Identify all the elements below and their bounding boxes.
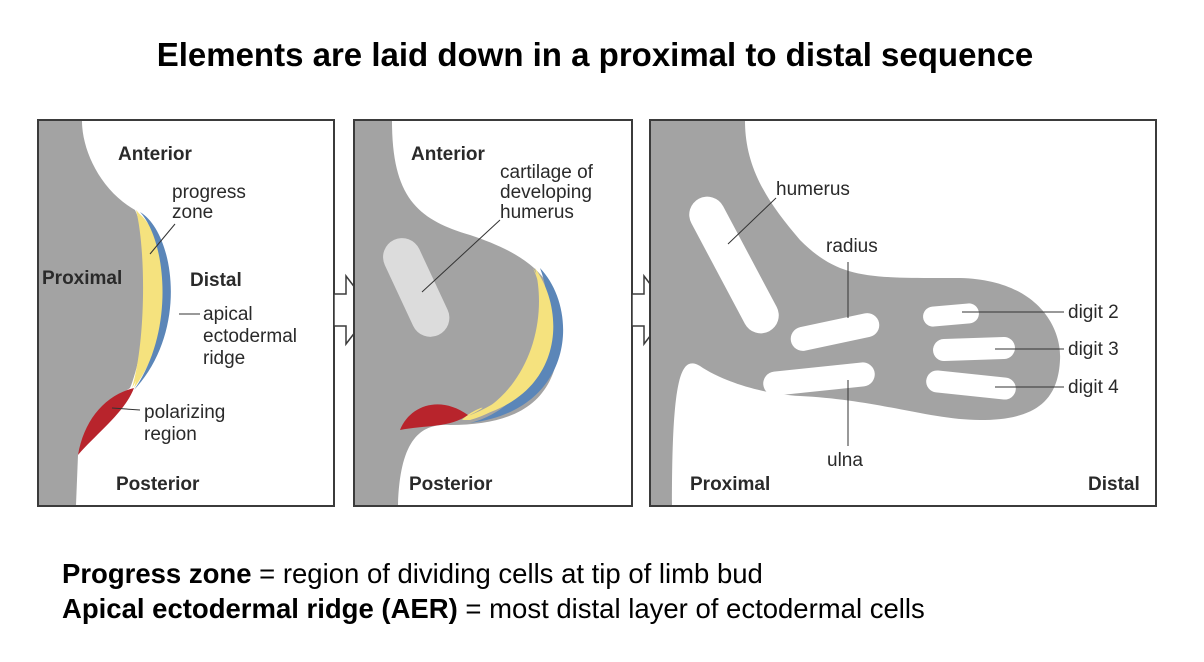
radius-label: radius <box>826 236 878 257</box>
panel-early-limb-bud: Anterior progress zone Proximal Distal a… <box>37 119 335 507</box>
panel3-proximal-label: Proximal <box>690 474 770 495</box>
panel2-progress-zone-main <box>462 268 547 420</box>
digit3-bone <box>933 336 1015 362</box>
panel2-anterior-label: Anterior <box>411 144 486 165</box>
cartilage-label-2: developing <box>500 182 592 203</box>
page-title: Elements are laid down in a proximal to … <box>156 36 1034 73</box>
digit4-label: digit 4 <box>1068 377 1119 398</box>
ulna-label: ulna <box>827 450 863 471</box>
panel2-polarizing-region <box>400 404 468 430</box>
progress-zone-definition: = region of dividing cells at tip of lim… <box>251 558 763 589</box>
progress-zone-leader <box>149 223 176 255</box>
humerus-cartilage <box>383 238 450 337</box>
panel-intermediate-limb-bud: Anterior cartilage of developing humerus… <box>353 119 633 507</box>
panel1-proximal-label: Proximal <box>42 268 122 289</box>
digit3-label: digit 3 <box>1068 339 1119 360</box>
aer-label-1: apical <box>203 304 253 325</box>
aer-term: Apical ectodermal ridge (AER) <box>62 593 458 624</box>
progress-zone-label-2: zone <box>172 202 213 223</box>
definitions: Progress zone = region of dividing cells… <box>62 556 925 626</box>
panel3-distal-label: Distal <box>1088 474 1140 495</box>
radius-bone <box>790 313 880 351</box>
cartilage-label-1: cartilage of <box>500 162 594 183</box>
panel1-posterior-label: Posterior <box>116 474 200 495</box>
polarizing-label-2: region <box>144 424 197 445</box>
aer-definition: = most distal layer of ectodermal cells <box>457 593 925 624</box>
panel2-posterior-label: Posterior <box>409 474 493 495</box>
cartilage-label-3: humerus <box>500 202 574 223</box>
definition-progress-zone: Progress zone = region of dividing cells… <box>62 556 925 591</box>
digit4-bone <box>926 370 1016 400</box>
panel1-distal-label: Distal <box>190 270 242 291</box>
humerus-bone <box>689 196 779 334</box>
humerus-label: humerus <box>776 179 850 200</box>
panel1-anterior-label: Anterior <box>118 144 193 165</box>
aer-label-3: ridge <box>203 348 245 369</box>
digit2-bone <box>923 303 979 327</box>
aer-label-2: ectodermal <box>203 326 297 347</box>
cartilage-leader <box>421 219 501 293</box>
progress-zone-term: Progress zone <box>62 558 252 589</box>
panel3-limb-tissue <box>651 121 1061 505</box>
panel1-limb-tissue <box>39 121 146 505</box>
progress-zone-fill <box>134 212 165 388</box>
definition-aer: Apical ectodermal ridge (AER) = most dis… <box>62 591 925 626</box>
panel2-aer <box>470 268 564 423</box>
panel-developed-limb: humerus radius ulna digit 2 digit 3 digi… <box>649 119 1157 507</box>
polarizing-region-shape <box>78 388 134 455</box>
ulna-bone <box>763 362 875 396</box>
digit2-label: digit 2 <box>1068 302 1119 323</box>
progress-zone-label-1: progress <box>172 182 246 203</box>
panel2-progress-zone <box>470 268 554 418</box>
polarizing-label-1: polarizing <box>144 402 225 423</box>
polarizing-leader <box>111 407 141 411</box>
aer-shape <box>134 212 171 390</box>
humerus-leader <box>727 197 777 245</box>
